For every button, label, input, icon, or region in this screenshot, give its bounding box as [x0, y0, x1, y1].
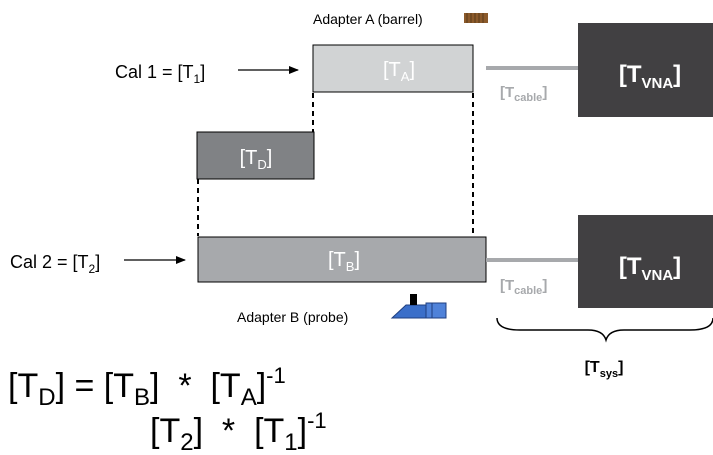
equation-line-2: [T2] * [T1]-1 [150, 408, 327, 455]
cal1-label: Cal 1 = [T1] [115, 62, 205, 86]
tb-block [197, 236, 487, 283]
tvna-bottom-label: [TVNA] [619, 253, 681, 284]
td-block [196, 131, 315, 180]
cable-top-label: [Tcable] [500, 84, 547, 104]
equation-line-1: [TD] = [TB] * [TA]-1 [8, 363, 286, 411]
cable-bottom-label: [Tcable] [500, 277, 547, 297]
probe-icon [390, 294, 447, 319]
tvna-top-block [578, 23, 713, 117]
tvna-bottom-block [578, 215, 713, 308]
tb-label: [TB] [328, 249, 360, 274]
ta-label: [TA] [383, 59, 415, 84]
tsys-label: [Tsys] [585, 359, 624, 380]
td-label: [TD] [240, 147, 273, 172]
cal2-label: Cal 2 = [T2] [10, 252, 100, 276]
adapter-b-label: Adapter B (probe) [237, 309, 348, 325]
barrel-icon [464, 13, 488, 23]
tvna-top-label: [TVNA] [619, 61, 681, 92]
ta-block [312, 44, 474, 93]
tsys-brace [496, 317, 713, 343]
adapter-a-label: Adapter A (barrel) [313, 11, 423, 27]
